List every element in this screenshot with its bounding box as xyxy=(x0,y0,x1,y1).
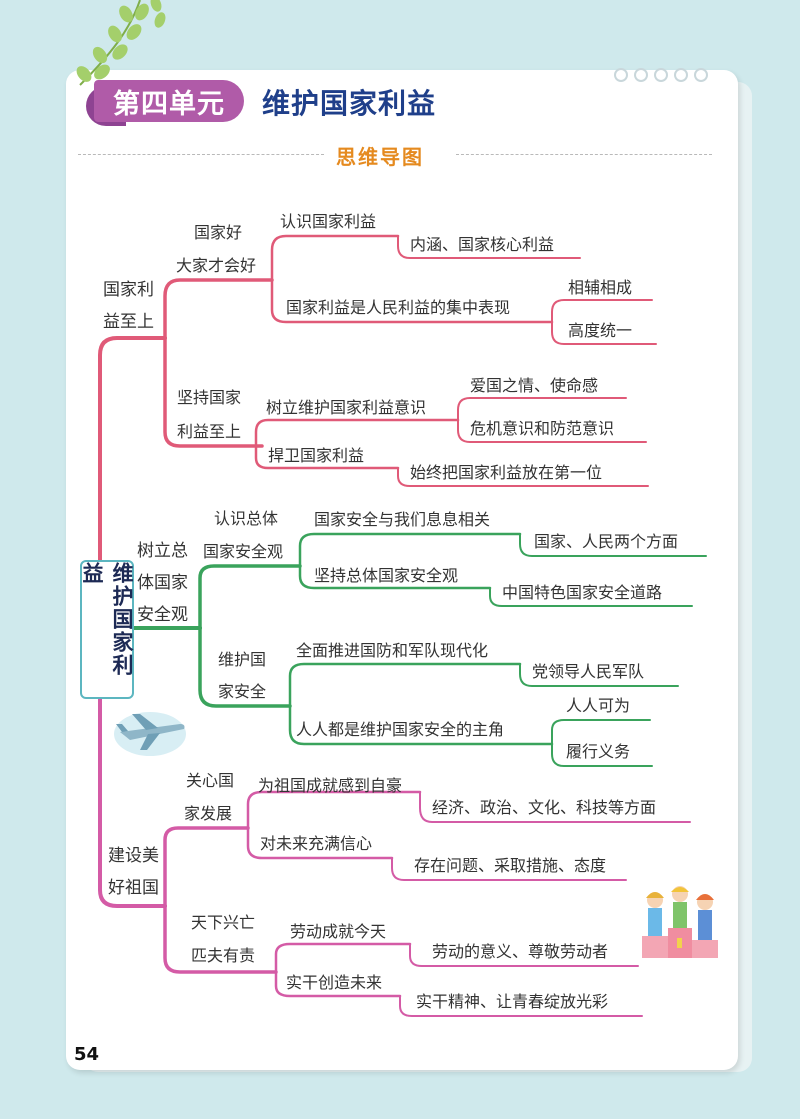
branch1-label-line1: 国家利 xyxy=(103,280,154,300)
branch2-label-line3: 安全观 xyxy=(137,605,188,625)
b2-s1-node1: 国家安全与我们息息相关 xyxy=(314,510,491,529)
b1-s1-label-line2: 大家才会好 xyxy=(176,256,257,275)
b3-s2-label-line2: 匹夫有责 xyxy=(191,946,256,965)
b3-s2-node2: 实干创造未来 xyxy=(286,973,383,992)
b1-s2-node1: 树立维护国家利益意识 xyxy=(266,398,427,417)
binder-ring-icon xyxy=(654,68,668,82)
binder-ring-icon xyxy=(634,68,648,82)
b1-s1-node1: 认识国家利益 xyxy=(280,212,377,231)
divider-right xyxy=(456,154,712,155)
b2-s1-node1-detail: 国家、人民两个方面 xyxy=(534,532,679,551)
b2-s2-node2: 人人都是维护国家安全的主角 xyxy=(296,720,505,739)
b2-s1-label-line2: 国家安全观 xyxy=(203,542,284,561)
branch2-label-line2: 体国家 xyxy=(137,573,188,593)
b3-s1-node2: 对未来充满信心 xyxy=(260,834,373,853)
section-title: 思维导图 xyxy=(336,145,424,169)
b2-s2-label-line1: 维护国 xyxy=(218,650,267,669)
root-node-label: 维护国家利益 xyxy=(80,562,134,677)
b1-s2-node1-detail-b: 危机意识和防范意识 xyxy=(470,419,615,438)
branch3-label-line1: 建设美 xyxy=(108,846,159,866)
b3-s2-node1: 劳动成就今天 xyxy=(290,922,387,941)
airplane-cloud-icon xyxy=(114,712,186,756)
binder-ring-icon xyxy=(694,68,708,82)
b2-s2-node1: 全面推进国防和军队现代化 xyxy=(296,641,489,660)
b2-s2-label-line2: 家安全 xyxy=(218,682,267,701)
b3-s1-node2-detail: 存在问题、采取措施、态度 xyxy=(414,856,607,875)
b3-s1-node1: 为祖国成就感到自豪 xyxy=(258,776,403,795)
b1-s1-label-line1: 国家好 xyxy=(194,223,243,242)
b2-s1-node2-detail: 中国特色国家安全道路 xyxy=(502,583,663,602)
b1-s2-node2: 捍卫国家利益 xyxy=(268,446,365,465)
unit-label: 第四单元 xyxy=(94,80,244,122)
root-node: 维护国家利益 xyxy=(80,560,134,699)
binder-ring-icon xyxy=(614,68,628,82)
b1-s1-node1-detail: 内涵、国家核心利益 xyxy=(410,235,555,254)
b3-s1-label-line2: 家发展 xyxy=(184,804,233,823)
b2-s1-node2: 坚持总体国家安全观 xyxy=(314,566,459,585)
unit-title: 维护国家利益 xyxy=(262,87,437,120)
divider-left xyxy=(78,154,324,155)
b2-s1-label-line1: 认识总体 xyxy=(214,509,279,528)
leaf-branch-icon xyxy=(76,0,166,86)
b3-s1-node1-detail: 经济、政治、文化、科技等方面 xyxy=(432,798,657,817)
b1-s2-node2-detail: 始终把国家利益放在第一位 xyxy=(410,463,603,482)
b1-s2-label-line2: 利益至上 xyxy=(177,422,242,441)
branch2-label-line1: 树立总 xyxy=(137,541,188,561)
b1-s2-label-line1: 坚持国家 xyxy=(177,388,242,407)
b1-s2-node1-detail-a: 爱国之情、使命感 xyxy=(470,376,599,395)
b2-s2-node2-detail-b: 履行义务 xyxy=(566,742,631,761)
page-number: 54 xyxy=(74,1044,100,1065)
b2-s2-node2-detail-a: 人人可为 xyxy=(566,696,631,715)
b3-s2-node2-detail: 实干精神、让青春绽放光彩 xyxy=(416,992,609,1011)
b1-s1-node2-detail-a: 相辅相成 xyxy=(568,278,633,297)
notebook-page xyxy=(66,70,738,1070)
branch1-label-line2: 益至上 xyxy=(103,312,154,332)
b2-s2-node1-detail: 党领导人民军队 xyxy=(532,662,645,681)
workers-podium-icon xyxy=(642,886,718,958)
b1-s1-node2: 国家利益是人民利益的集中表现 xyxy=(286,298,511,317)
binder-ring-icon xyxy=(674,68,688,82)
b3-s2-label-line1: 天下兴亡 xyxy=(191,913,256,932)
b1-s1-node2-detail-b: 高度统一 xyxy=(568,321,633,340)
branch3-label-line2: 好祖国 xyxy=(108,878,159,898)
b3-s2-node1-detail: 劳动的意义、尊敬劳动者 xyxy=(432,942,609,961)
b3-s1-label-line1: 关心国 xyxy=(186,771,235,790)
